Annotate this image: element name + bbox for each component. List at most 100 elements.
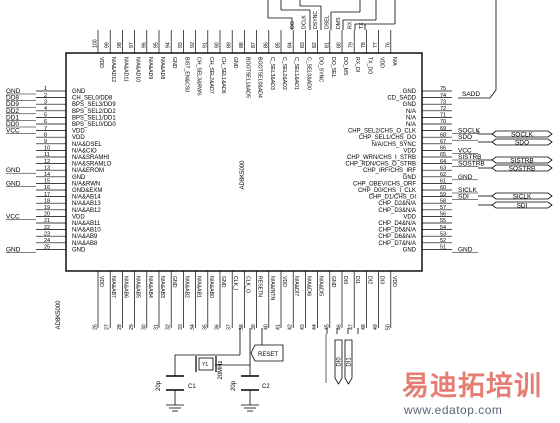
right-net-label: GND <box>458 246 473 253</box>
top-pin-number: 94 <box>166 42 172 48</box>
right-pin-number: 67 <box>440 139 446 145</box>
left-pin-signal: GND <box>72 89 86 95</box>
bottom-pin-signal: GND <box>171 276 177 288</box>
left-pin-signal: N/A&AB9 <box>72 234 98 240</box>
top-pin-number: 81 <box>324 42 330 48</box>
right-pin-signal: GND <box>403 89 417 95</box>
bottom-pin-signal: VDD <box>98 276 104 287</box>
right-pin-signal: N/A <box>406 109 416 115</box>
top-net-label: DSEL <box>325 15 331 29</box>
chip-ref-label: AD8K5000 <box>56 300 62 330</box>
bottom-pin-number: 49 <box>373 324 379 330</box>
left-pin-signal: BPS_SEL3/DD9 <box>72 102 116 108</box>
right-pin-signal: CHP_D2&N/A <box>378 201 416 207</box>
right-net-label: SISTRB <box>458 154 481 161</box>
left-pin-signal: N/A&AB11 <box>72 221 101 227</box>
right-net-label: SDO <box>458 134 472 141</box>
left-net-label: DD9 <box>6 101 19 108</box>
left-net-label: VCC <box>6 213 20 220</box>
left-pin-signal: BPS_SEL2/DD2 <box>72 109 116 115</box>
right-pin-signal: CHP_IRF/CHS_IRF <box>363 168 416 174</box>
bottom-pin-signal: VDD <box>281 276 287 287</box>
right-pin-number: 58 <box>440 198 446 204</box>
left-pin-signal: GND <box>72 247 86 253</box>
top-net-label: DMS <box>336 17 342 29</box>
top-pin-number: 90 <box>215 42 221 48</box>
right-pin-number: 70 <box>440 119 446 125</box>
right-pin-number: 61 <box>440 179 446 185</box>
right-pin-signal: GND <box>403 175 417 181</box>
top-pin-number: 80 <box>337 42 343 48</box>
right-pin-number: 73 <box>440 99 446 105</box>
right-net-label: SICLK <box>458 187 477 194</box>
right-pin-signal: CHP_WRN/CHS_I_STRB <box>347 155 416 161</box>
bus-label-sostrb: SOSTRB <box>509 166 536 173</box>
top-pin-number: 83 <box>300 42 306 48</box>
top-pin-signal: N/A&AD10 <box>135 57 141 82</box>
top-pin-signal: N/A&AD12 <box>110 57 116 82</box>
bottom-pin-number: 47 <box>349 324 355 330</box>
right-pin-number: 51 <box>440 245 446 251</box>
bus-label-soclk: SOCLK <box>511 132 534 139</box>
bus-label-sdo: SDO <box>515 140 529 147</box>
bottom-pin-signal: N/A&AB4 <box>147 276 153 298</box>
right-pin-number: 72 <box>440 106 446 112</box>
left-pin-number: 7 <box>44 126 47 132</box>
bottom-pin-signal: DI3 <box>379 276 385 284</box>
bottom-pin-number: 46 <box>337 324 343 330</box>
bus-label-sistrb: SISTRB <box>510 158 533 165</box>
top-pin-signal: VDD <box>98 57 104 68</box>
top-pin-number: 97 <box>129 42 135 48</box>
top-pin-number: 79 <box>349 42 355 48</box>
top-pin-signal: N/A&AD11 <box>122 57 128 82</box>
left-pin-signal: VDD <box>72 214 85 220</box>
top-pin-signal: RX_DI <box>354 57 360 72</box>
top-pin-signal: N/A&AD8 <box>159 57 165 79</box>
right-pin-signal: CHP_SEL1/CHS_DO <box>359 135 417 141</box>
bottom-pin-number: 26 <box>93 324 99 330</box>
bottom-pin-number: 33 <box>178 324 184 330</box>
left-pin-signal: N/A&SRAMLO <box>72 162 112 168</box>
bottom-pin-signal: DI2 <box>366 276 372 284</box>
bottom-pin-signal: N/A&AB1 <box>196 276 202 298</box>
left-pin-number: 24 <box>44 238 50 244</box>
right-pin-signal: CHP_D7&N/A <box>378 241 416 247</box>
bottom-pin-group: 26VDD27N/A&AB728N/A&AB629N/A&AB530N/A&AB… <box>93 271 397 330</box>
bottom-pin-number: 35 <box>202 324 208 330</box>
left-pin-number: 6 <box>44 119 47 125</box>
left-pin-number: 10 <box>44 146 50 152</box>
right-pin-number: 56 <box>440 212 446 218</box>
top-pin-signal: C_SEL3&AD3 <box>269 57 275 90</box>
left-net-label: VCC <box>6 128 20 135</box>
bottom-pin-signal: CLK_I <box>232 276 238 290</box>
left-pin-number: 5 <box>44 113 47 119</box>
right-pin-number: 59 <box>440 192 446 198</box>
right-pin-number: 62 <box>440 172 446 178</box>
bottom-pin-signal: N/A&DI7 <box>293 276 299 296</box>
bus-label-di1: DI1 <box>347 357 353 367</box>
top-pin-signal: C_SEL2&AD2 <box>281 57 287 90</box>
right-pin-signal: CD_SADD <box>387 96 416 102</box>
right-net-label: GND <box>458 174 473 181</box>
bottom-pin-number: 29 <box>129 324 135 330</box>
top-wiring <box>267 0 497 99</box>
top-pin-number: 87 <box>251 42 257 48</box>
bus-label-sdi: SDI <box>517 203 528 210</box>
bus-label-di0: DI0 <box>337 357 343 367</box>
right-pin-number: 52 <box>440 238 446 244</box>
left-pin-number: 25 <box>44 245 50 251</box>
top-net-label: TX <box>359 22 365 29</box>
top-pin-number: 99 <box>105 42 111 48</box>
ic-body <box>65 52 423 272</box>
right-pin-signal: CHP_D3&N/A <box>378 208 416 214</box>
bottom-pin-number: 48 <box>361 324 367 330</box>
right-pin-number: 68 <box>440 132 446 138</box>
top-pin-signal: CH_SEL1&AD6 <box>220 57 226 94</box>
left-pin-signal: N/A&AB13 <box>72 201 101 207</box>
top-pin-signal: DO_SYNC <box>318 57 324 82</box>
left-pin-signal: N/A&AB10 <box>72 228 101 234</box>
right-pin-number: 55 <box>440 218 446 224</box>
right-bus-labels: SADD SOCLK SDO SISTRB SOSTRB SICLK SDI <box>462 91 535 210</box>
bottom-wiring <box>166 328 359 412</box>
